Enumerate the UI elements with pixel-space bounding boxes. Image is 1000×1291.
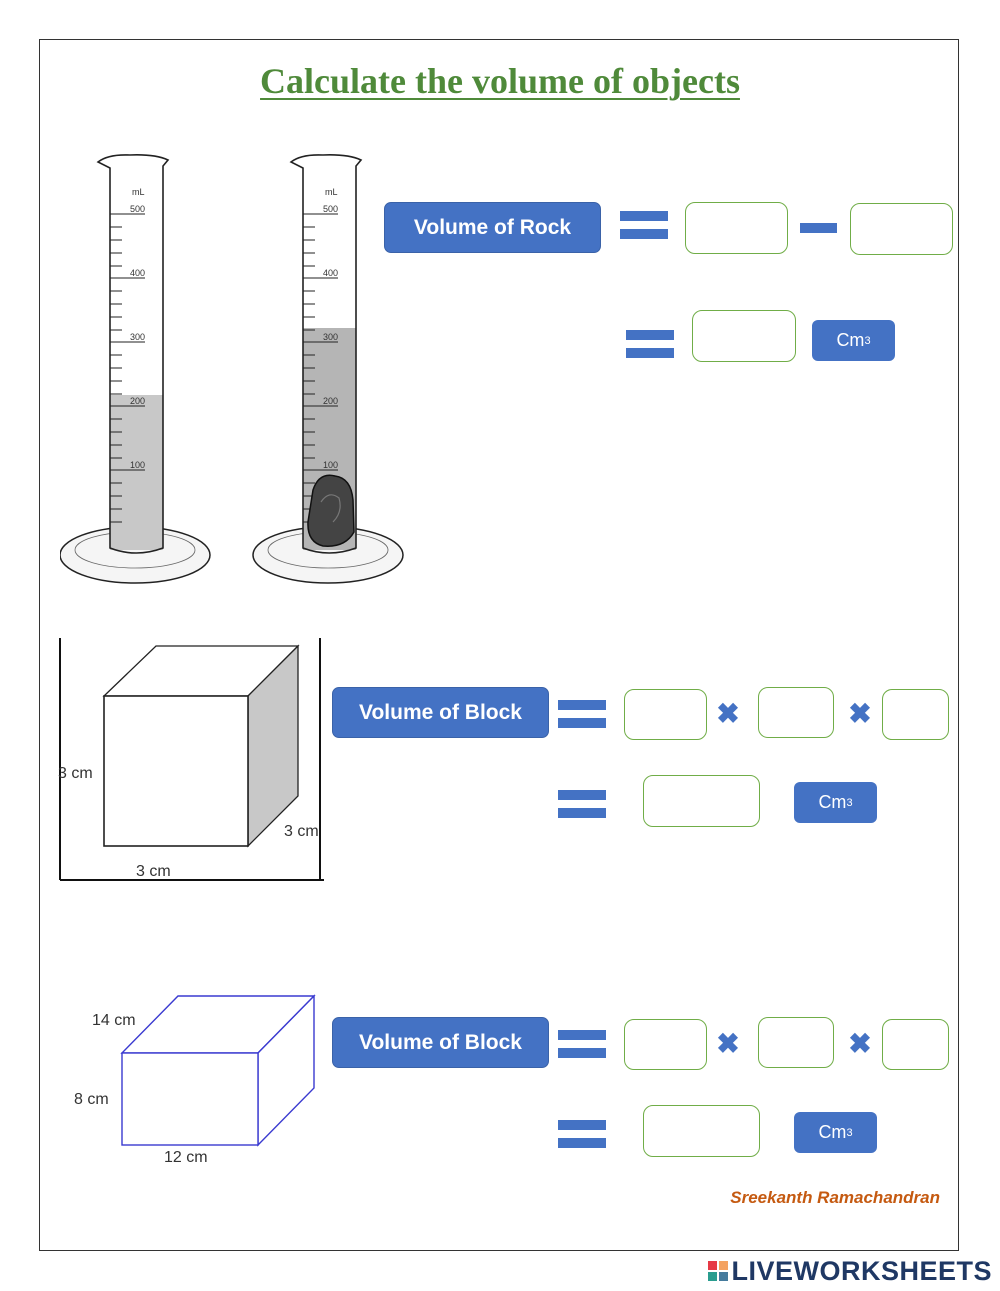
unit-text: Cm [818, 792, 847, 812]
answer-box-block-volume[interactable] [643, 775, 760, 827]
unit-exponent: 3 [846, 1126, 853, 1139]
equals-sign [558, 790, 606, 818]
prism-depth-label: 14 cm [92, 1012, 136, 1029]
brand-name: LIVEWORKSHEETS [731, 1255, 992, 1286]
mark-400: 400 [130, 268, 145, 278]
equals-sign [558, 1120, 606, 1148]
answer-box-block-volume[interactable] [643, 1105, 760, 1157]
mark-300: 300 [130, 332, 145, 342]
cube-depth-label: 3 cm [284, 823, 319, 840]
mark2-400: 400 [323, 268, 338, 278]
cube-figure: 3 cm 3 cm 3 cm [58, 632, 326, 884]
equals-sign [558, 700, 606, 728]
brand-blocks-icon [708, 1261, 729, 1281]
cube-width-label: 3 cm [136, 863, 171, 880]
times-sign: ✖ [848, 1028, 872, 1059]
answer-box-width[interactable] [758, 687, 834, 738]
cylinder-water-only: mL 500 400 300 200 100 [60, 154, 211, 584]
mark-500: 500 [130, 204, 145, 214]
equals-sign [620, 211, 668, 239]
answer-box-height[interactable] [882, 689, 949, 740]
prism-height-label: 8 cm [74, 1091, 109, 1108]
answer-box-rock-volume[interactable] [692, 310, 796, 362]
cylinder-unit-label: mL [132, 187, 145, 197]
mark2-100: 100 [323, 460, 338, 470]
unit-text: Cm [836, 330, 865, 350]
unit-exponent: 3 [846, 796, 853, 809]
cylinder-with-rock: mL 500 400 300 200 100 [252, 154, 404, 584]
mark-200: 200 [130, 396, 145, 406]
mark2-300: 300 [323, 332, 338, 342]
cube-height-label: 3 cm [58, 765, 93, 782]
answer-box-length[interactable] [624, 689, 707, 740]
mark2-500: 500 [323, 204, 338, 214]
page-title: Calculate the volume of objects [260, 61, 740, 101]
worksheet-frame [39, 39, 959, 1251]
volume-of-block-label: Volume of Block [332, 1017, 549, 1068]
liveworksheets-logo[interactable]: LIVEWORKSHEETS [708, 1254, 992, 1288]
graduated-cylinders-figure: mL 500 400 300 200 100 mL 500 400 300 20… [60, 154, 404, 584]
times-sign: ✖ [716, 1028, 740, 1059]
unit-exponent: 3 [864, 334, 871, 347]
prism-length-label: 12 cm [164, 1149, 208, 1166]
answer-box-width[interactable] [758, 1017, 834, 1068]
volume-of-rock-label: Volume of Rock [384, 202, 601, 253]
answer-box-length[interactable] [624, 1019, 707, 1070]
minus-sign [800, 223, 837, 233]
rock-shape [307, 474, 355, 547]
unit-text: Cm [818, 1122, 847, 1142]
mark2-200: 200 [323, 396, 338, 406]
answer-box-final-volume[interactable] [685, 202, 788, 254]
mark-100: 100 [130, 460, 145, 470]
times-sign: ✖ [716, 698, 740, 729]
equals-sign [626, 330, 674, 358]
answer-box-height[interactable] [882, 1019, 949, 1070]
equals-sign [558, 1030, 606, 1058]
volume-of-block-label: Volume of Block [332, 687, 549, 738]
times-sign: ✖ [848, 698, 872, 729]
answer-box-initial-volume[interactable] [850, 203, 953, 255]
cylinder2-unit-label: mL [325, 187, 338, 197]
author-signature: Sreekanth Ramachandran [730, 1188, 940, 1207]
prism-figure: 14 cm 8 cm 12 cm [74, 994, 316, 1166]
